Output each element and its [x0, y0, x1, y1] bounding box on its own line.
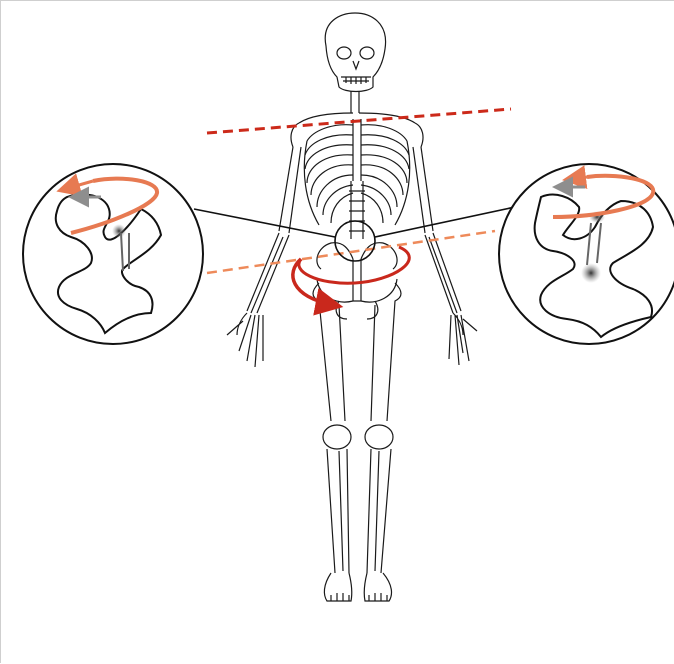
shoulders — [291, 123, 423, 147]
joint-highlight-circle — [335, 221, 375, 261]
skull — [325, 13, 385, 92]
right-pivot-dot — [581, 263, 601, 283]
left-tibia — [327, 449, 349, 573]
left-zoom-connector — [194, 209, 335, 237]
lumbar-spine — [351, 181, 363, 239]
left-forearm — [247, 233, 289, 313]
right-zoom-inset — [499, 164, 674, 344]
left-knee — [323, 425, 351, 449]
right-knee — [365, 425, 393, 449]
left-humerus — [279, 147, 301, 233]
left-pivot-dot — [112, 224, 126, 238]
right-femur — [371, 283, 401, 421]
rib-cage — [304, 119, 409, 225]
right-hand — [449, 313, 477, 365]
right-humerus — [413, 147, 433, 233]
right-forearm — [425, 233, 461, 313]
right-foot — [364, 573, 391, 601]
skeleton — [227, 13, 477, 601]
left-foot — [324, 573, 351, 601]
right-tibia — [367, 449, 391, 573]
left-zoom-inset — [23, 164, 203, 344]
left-hand — [227, 313, 263, 367]
right-zoom-connector — [375, 207, 515, 237]
cervical-spine — [351, 91, 359, 113]
